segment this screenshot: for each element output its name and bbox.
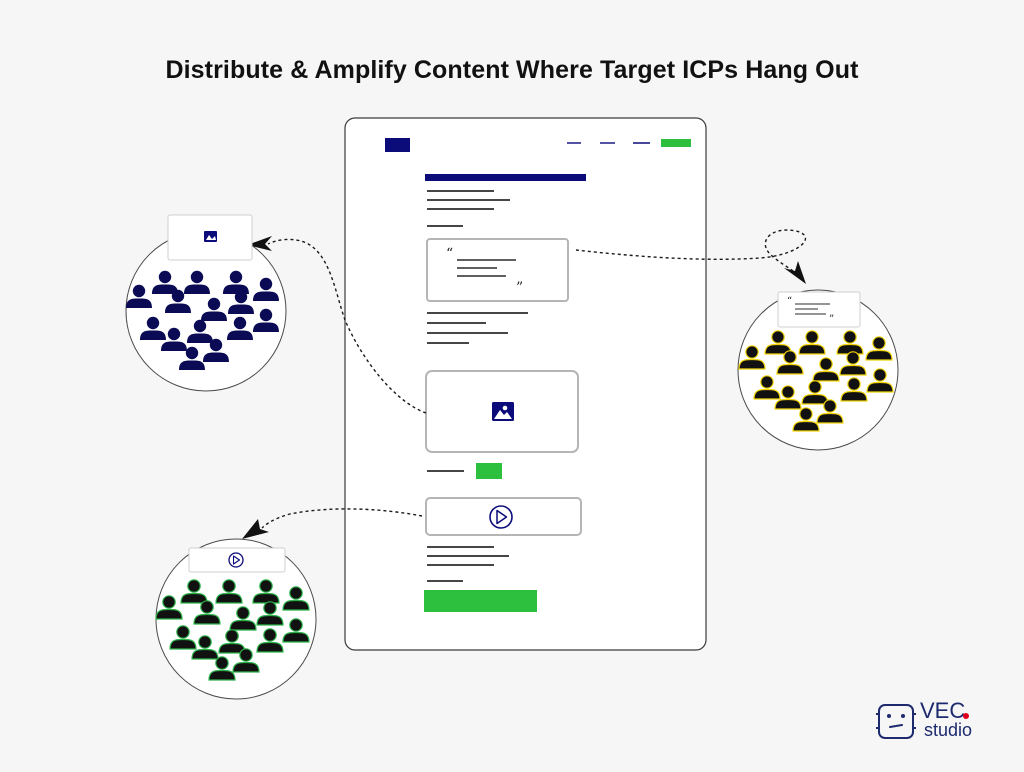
arrowheads [242,236,806,539]
headline-bar [425,174,586,181]
inline-green-button [476,463,502,479]
body-text-lines [427,312,528,344]
vec-studio-logo: VEC studio [876,700,988,744]
arrowhead-video [242,519,269,539]
arrowhead-quote [784,261,806,284]
logo-word-studio: studio [924,720,973,740]
quote-box: “ ” [426,238,569,302]
bottom-cta-button [424,590,537,612]
channel-card-image [167,214,253,261]
footer-text-lines [427,546,509,582]
mini-quote-close: ” [829,314,834,325]
small-image-icon [204,231,217,242]
nav-cta-button [661,139,691,147]
image-box [425,370,579,453]
video-box [425,497,582,536]
connectors [261,229,807,529]
quote-open-mark: “ [446,246,453,262]
webpage-mockup: “ ” [344,117,707,651]
audience-group-green [155,538,317,700]
channel-card-video [188,547,286,573]
mini-quote-open: “ [787,296,792,307]
arrowhead-image [247,236,272,251]
small-play-icon [228,552,244,568]
diagram-title: Distribute & Amplify Content Where Targe… [165,56,859,84]
channel-card-quote: “ ” [777,291,861,328]
play-icon [489,505,513,529]
logo-red-dot [963,713,969,719]
audience-group-yellow: “ ” [737,289,899,451]
connector-video [261,508,423,529]
quote-close-mark: ” [516,280,523,296]
connector-quote [575,229,807,275]
image-icon [492,402,514,421]
site-logo-block [385,138,410,152]
logo-word-vec: VEC [920,698,966,723]
audience-group-navy [125,214,287,392]
robot-icon [876,704,916,739]
intro-text-lines [427,190,510,227]
